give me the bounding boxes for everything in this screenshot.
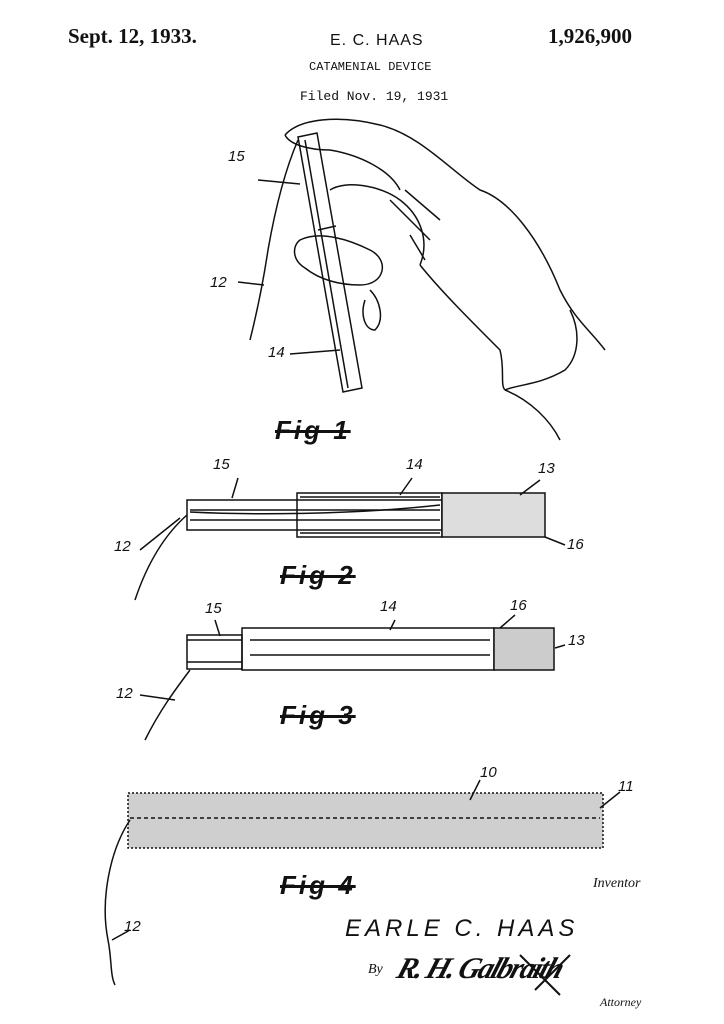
filed-date: Filed Nov. 19, 1931 [300, 89, 449, 104]
fig2-caption: Fig 2 [280, 560, 356, 590]
ref-14-fig3: 14 [380, 598, 397, 615]
signature-flourish [519, 954, 571, 996]
ref-12-fig1: 12 [210, 274, 227, 291]
ref-15-fig3: 15 [205, 600, 222, 617]
fig1-caption: Fig 1 [275, 415, 351, 445]
fig1-tube [297, 132, 363, 393]
fig2-section [134, 477, 566, 601]
ref-12-fig2: 12 [114, 538, 131, 555]
patent-number: 1,926,900 [548, 24, 632, 48]
patent-date: Sept. 12, 1933. [68, 24, 197, 48]
ref-14-fig2: 14 [406, 456, 423, 473]
fig1-hand-drawing [284, 118, 606, 441]
ref-16-fig3: 16 [510, 597, 527, 614]
patent-title: CATAMENIAL DEVICE [309, 60, 432, 74]
ref-15-fig2: 15 [213, 456, 230, 473]
inventor-label: Inventor [593, 876, 641, 891]
ref-12-fig3: 12 [116, 685, 133, 702]
inventor-name: EARLE C. HAAS [345, 915, 579, 942]
fig3-assembly [139, 614, 566, 741]
ref-15-fig1: 15 [228, 148, 245, 165]
ref-13-fig2: 13 [538, 460, 555, 477]
fig4-caption: Fig 4 [280, 870, 356, 900]
attorney-label: Attorney [600, 995, 642, 1009]
fig3-caption: Fig 3 [280, 700, 356, 730]
ref-10-fig4: 10 [480, 764, 497, 781]
fig4-tampon [104, 779, 621, 986]
ref-13-fig3: 13 [568, 632, 585, 649]
fig1-string [249, 139, 299, 341]
by-label: By [368, 962, 383, 977]
ref-11-fig4: 11 [618, 778, 634, 795]
inventor-header: E. C. HAAS [330, 32, 424, 49]
ref-16-fig2: 16 [567, 536, 584, 553]
ref-12-fig4: 12 [124, 918, 141, 935]
ref-14-fig1: 14 [268, 344, 285, 361]
attorney-signature: R. H. Galbraith [392, 952, 567, 985]
